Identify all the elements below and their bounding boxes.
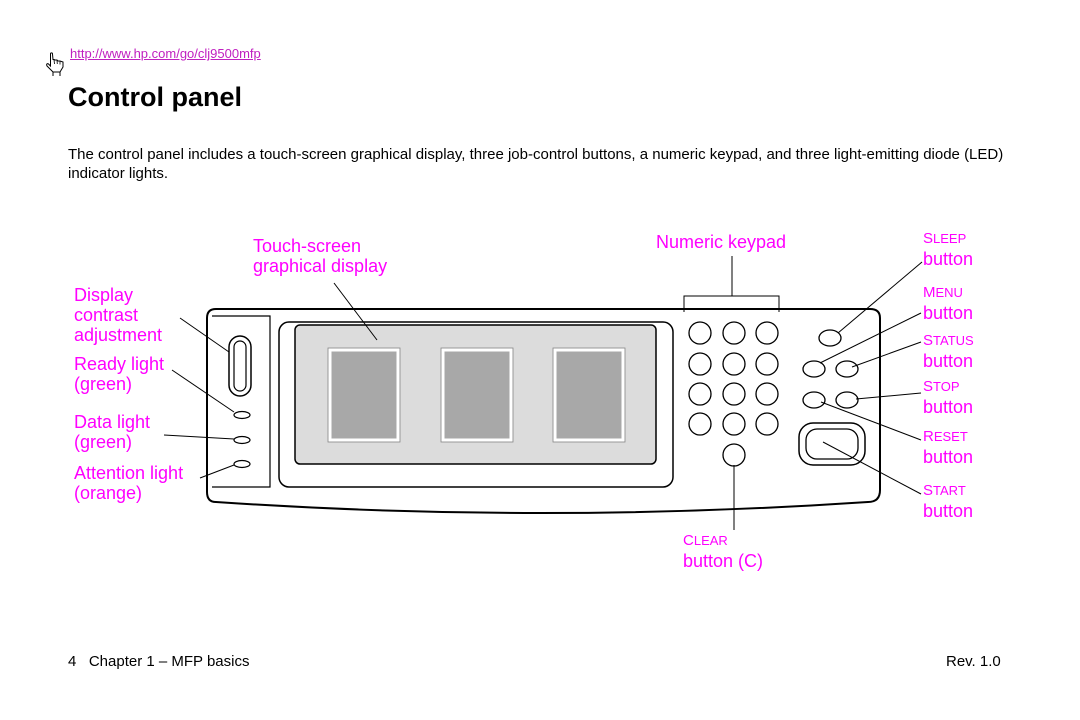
data-light-label: Data light(green) <box>74 412 151 452</box>
ready-light-label: Ready light(green) <box>74 354 165 394</box>
left-strip <box>212 315 271 488</box>
numeric-keypad <box>688 321 779 467</box>
reset-key <box>802 391 826 409</box>
ready-light <box>233 410 251 420</box>
intro-paragraph: The control panel includes a touch-scree… <box>68 146 1004 182</box>
stop-key <box>835 391 859 409</box>
attention-light <box>233 459 251 469</box>
pointing-hand-icon <box>46 52 64 76</box>
sleep-key <box>818 329 842 347</box>
numeric-keypad-label: Numeric keypad <box>656 232 787 252</box>
menu-key <box>802 360 826 378</box>
footer-chapter: 4 Chapter 1 – MFP basics <box>68 653 250 670</box>
screen-window-2 <box>441 348 513 442</box>
footer-revision: Rev. 1.0 <box>946 653 1001 670</box>
page-title: Control panel <box>68 82 242 112</box>
clear-key <box>722 443 746 467</box>
status-key <box>835 360 859 378</box>
screen-window-1 <box>328 348 400 442</box>
screen-window-3 <box>553 348 625 442</box>
data-light <box>233 435 251 445</box>
attention-light-label: Attention light(orange) <box>74 463 184 503</box>
url-link[interactable]: http://www.hp.com/go/clj9500mfp <box>70 46 261 61</box>
